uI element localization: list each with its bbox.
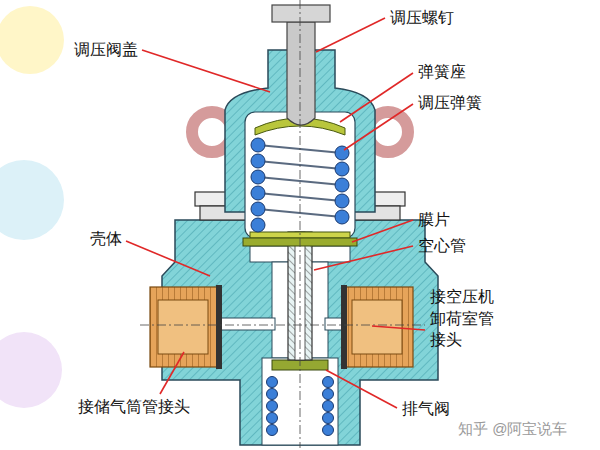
reservoir-fitting	[150, 287, 218, 367]
spring-coil	[335, 194, 349, 208]
screw-head	[272, 5, 330, 22]
spring-coil	[267, 389, 278, 400]
leader-line	[372, 326, 425, 330]
spring-coil	[323, 401, 334, 412]
leader-line	[314, 246, 413, 270]
part-label: 接空压机 卸荷室管 接头	[430, 286, 499, 351]
watermark: 知乎 @阿宝说车	[458, 420, 567, 438]
spring-coil	[267, 377, 278, 388]
spring-coil	[323, 413, 334, 424]
spring-coil	[335, 162, 349, 176]
leader-line	[160, 352, 184, 394]
part-label: 弹簧座	[418, 62, 466, 81]
leader-line	[142, 50, 270, 92]
leader-line	[340, 73, 413, 122]
background-balloons	[0, 6, 64, 408]
leader-lines	[126, 18, 425, 408]
part-label: 壳体	[90, 229, 122, 248]
spring-coil	[251, 170, 265, 184]
spring-coil	[267, 413, 278, 424]
leader-line	[316, 18, 385, 52]
center-line	[140, 325, 425, 326]
part-label: 调压阀盖	[74, 40, 138, 59]
spring-coil	[335, 178, 349, 192]
part-label: 空心管	[418, 236, 466, 255]
seal-ring	[341, 285, 347, 369]
spring-coil	[251, 218, 265, 232]
part-label: 调压弹簧	[418, 93, 482, 112]
spring-coil	[323, 389, 334, 400]
spring-coil	[251, 186, 265, 200]
spring-coil	[251, 154, 265, 168]
spring-coil	[251, 202, 265, 216]
fitting-bore	[158, 300, 208, 354]
spring-coil	[323, 425, 334, 436]
spring-coil	[335, 210, 349, 224]
adjusting-screw	[287, 22, 315, 125]
balloon	[0, 160, 64, 240]
spring-coil	[323, 377, 334, 388]
leader-line	[352, 220, 413, 242]
center-line	[300, 0, 301, 448]
part-label: 调压螺钉	[390, 8, 454, 27]
balloon	[0, 6, 64, 74]
part-label: 排气阀	[402, 399, 450, 418]
spring-coil	[267, 425, 278, 436]
leader-line	[126, 241, 210, 276]
balloon	[0, 332, 62, 408]
part-label: 接储气筒管接头	[78, 397, 190, 416]
leader-line	[344, 104, 413, 150]
spring-coil	[267, 401, 278, 412]
leader-line	[326, 370, 397, 408]
part-label: 膜片	[418, 210, 450, 229]
spring-coil	[251, 138, 265, 152]
seal-ring	[216, 285, 222, 369]
